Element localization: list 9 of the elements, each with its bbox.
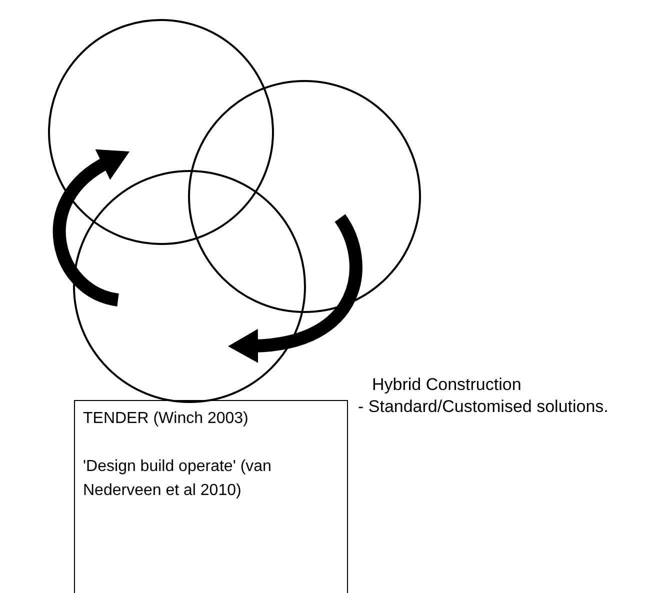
curved-arrow bbox=[228, 214, 362, 362]
text-box bbox=[74, 400, 348, 593]
annotation-text: Hybrid Construction bbox=[372, 374, 522, 396]
reference-text: TENDER (Winch 2003) bbox=[83, 409, 250, 429]
reference-text: 'Design build operate' (van Nederveen et al 2010) bbox=[83, 457, 272, 501]
circle-outline bbox=[73, 170, 306, 403]
circle-outline bbox=[48, 19, 274, 245]
circle-outline bbox=[188, 80, 421, 313]
annotation-text: - Standard/Customised solutions. bbox=[358, 396, 608, 418]
